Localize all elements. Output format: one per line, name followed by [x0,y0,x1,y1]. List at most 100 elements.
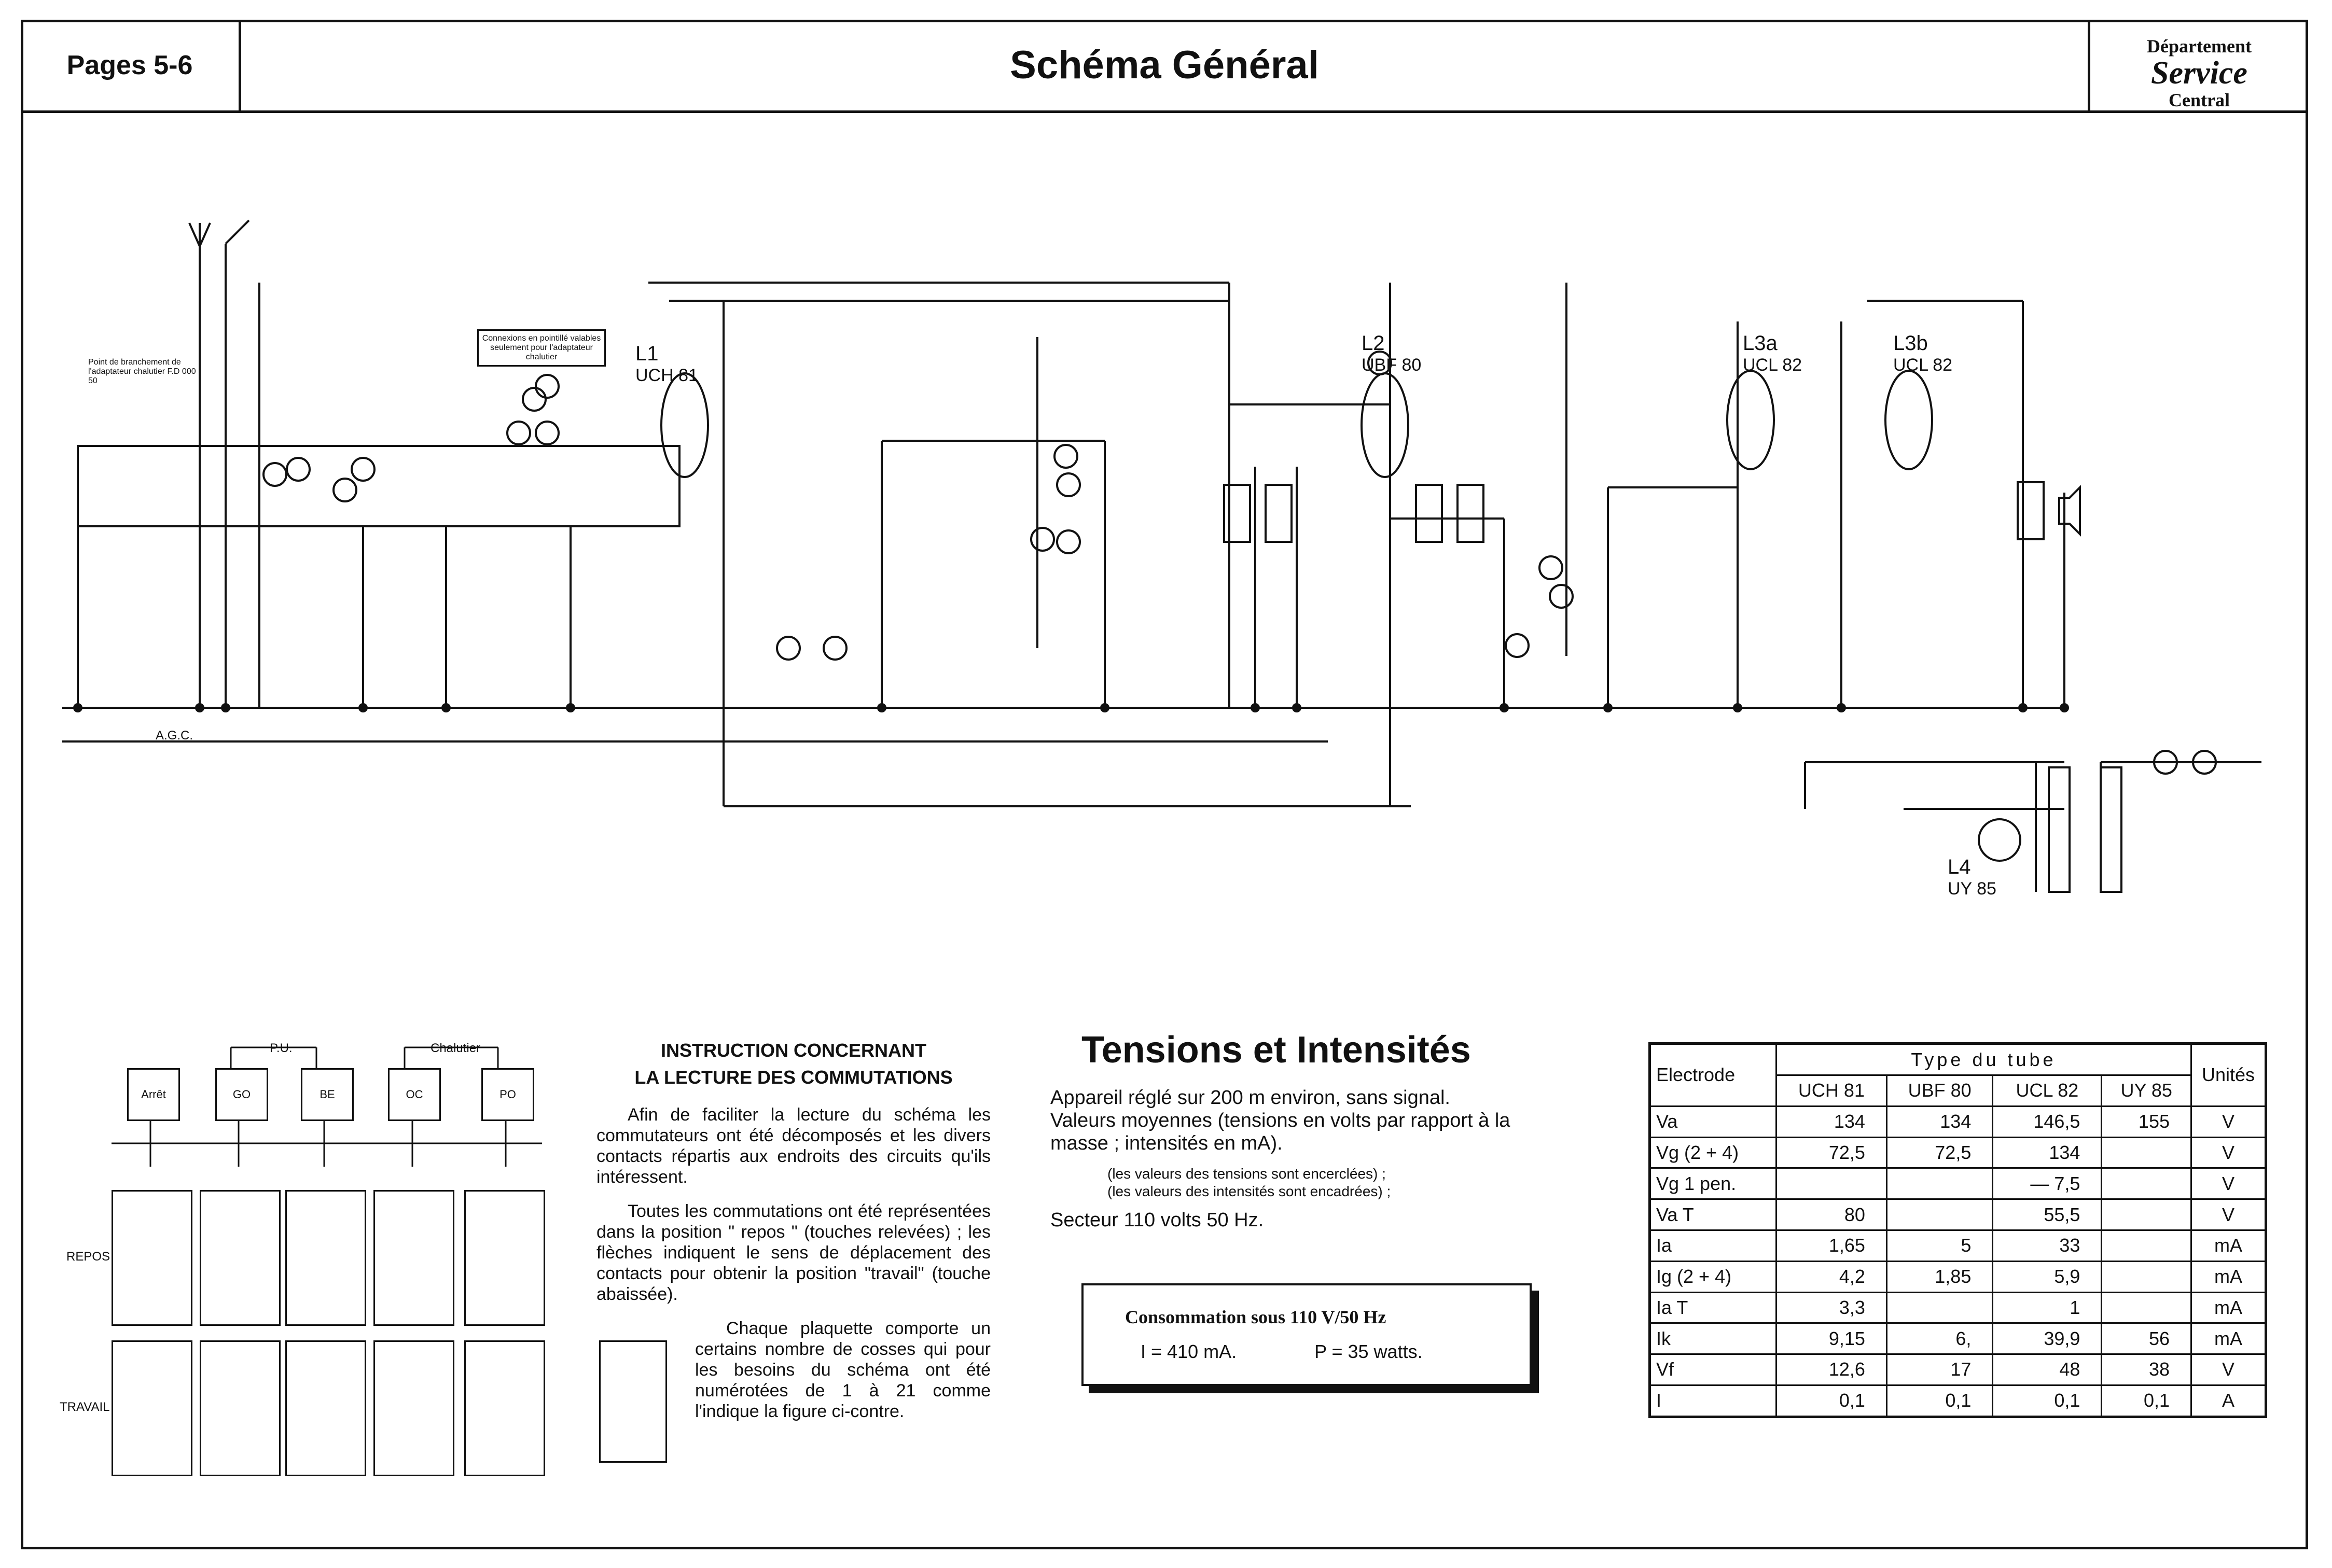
cell-value: 1 [1992,1291,2103,1324]
tensions-line2: Valeurs moyennes (tensions en volts par … [1050,1110,1510,1154]
col-tube: UCL 82 [1992,1074,2103,1107]
cell-value: 38 [2101,1353,2192,1386]
tube-l3a-label: L3a UCL 82 [1743,332,1802,375]
col-type-group: Type du tube [1775,1042,2192,1076]
cell-value: 80 [1775,1198,1887,1231]
branch-note: Point de branchement de l'adaptateur cha… [88,358,196,385]
tensions-line1: Appareil réglé sur 200 m environ, sans s… [1050,1087,1450,1109]
cell-value: 134 [1992,1136,2103,1169]
tube-ref: L3b [1893,332,1928,355]
cell-value [2101,1260,2192,1293]
cell-electrode: Ia [1649,1229,1777,1262]
tube-type: UCL 82 [1743,355,1802,375]
cell-value [1885,1167,1994,1200]
plate-travail-po [464,1340,545,1476]
cell-value: 39,9 [1992,1322,2103,1355]
dept-line3: Central [2169,90,2230,110]
page-frame [21,20,2308,1549]
cell-unit: V [2190,1198,2267,1231]
cell-value: 0,1 [1885,1384,1994,1418]
plate-repos-go [200,1190,281,1326]
consumption-box: Consommation sous 110 V/50 Hz I = 410 mA… [1081,1283,1532,1386]
cell-value [1885,1291,1994,1324]
col-tube: UCH 81 [1775,1074,1887,1107]
key-po: PO [481,1068,534,1121]
plate-numbering-figure [599,1340,667,1463]
cell-value: 5,9 [1992,1260,2103,1293]
cell-unit: V [2190,1105,2267,1138]
col-units: Unités [2190,1043,2267,1107]
tube-l3b-label: L3b UCL 82 [1893,332,1952,375]
cell-value: 12,6 [1775,1353,1887,1386]
cell-electrode: Vf [1649,1353,1777,1386]
plate-travail-go [200,1340,281,1476]
cell-value: 48 [1992,1353,2103,1386]
cell-value: 0,1 [2101,1384,2192,1418]
instructions-p3: Chaque plaquette comporte un certains no… [695,1319,991,1421]
cell-value: 5 [1885,1229,1994,1262]
adapter-note: Connexions en pointillé valables seuleme… [477,329,606,367]
header: Pages 5-6 Schéma Général Département Ser… [21,20,2308,113]
cell-electrode: I [1649,1384,1777,1418]
tensions-block: Tensions et Intensités Appareil réglé su… [1050,1029,1621,1231]
cell-value: 1,65 [1775,1229,1887,1262]
cell-value [2101,1167,2192,1200]
cell-value: 134 [1775,1105,1887,1138]
cell-value: 1,85 [1885,1260,1994,1293]
cell-value: 155 [2101,1105,2192,1138]
tube-type: UCH 81 [635,366,698,385]
consumption-title: Consommation sous 110 V/50 Hz [1125,1307,1386,1327]
cell-unit: mA [2190,1322,2267,1355]
row-repos-label: REPOS [66,1250,110,1264]
cell-electrode: Ik [1649,1322,1777,1355]
col-tube: UBF 80 [1885,1074,1994,1107]
cell-unit: V [2190,1167,2267,1200]
cell-unit: V [2190,1353,2267,1386]
cell-electrode: Va [1649,1105,1777,1138]
tube-type: UY 85 [1948,879,1996,899]
instructions-title-2: LA LECTURE DES COMMUTATIONS [634,1067,953,1088]
tube-ref: L3a [1743,332,1778,355]
key-oc: OC [388,1068,441,1121]
tube-ref: L1 [635,342,659,365]
cell-value: 0,1 [1775,1384,1887,1418]
agc-label: A.G.C. [156,729,193,743]
cell-value: 33 [1992,1229,2103,1262]
col-tube: UY 85 [2101,1074,2192,1107]
tensions-note2: (les valeurs des intensités sont encadré… [1107,1183,1391,1199]
key-be: BE [301,1068,354,1121]
cell-value: 134 [1885,1105,1994,1138]
key-go: GO [215,1068,268,1121]
cell-electrode: Ia T [1649,1291,1777,1324]
consumption-values: I = 410 mA. P = 35 watts. [1141,1341,1530,1363]
instructions-title-1: INSTRUCTION CONCERNANT [661,1040,926,1061]
cell-value [2101,1229,2192,1262]
cell-value: 55,5 [1992,1198,2103,1231]
cell-value: — 7,5 [1992,1167,2103,1200]
cell-unit: mA [2190,1291,2267,1324]
tube-l4-label: L4 UY 85 [1948,856,1996,899]
dept-line1: Département [2147,36,2252,57]
plate-repos-oc [373,1190,454,1326]
cell-value: 0,1 [1992,1384,2103,1418]
cell-value [2101,1198,2192,1231]
cell-electrode: Vg 1 pen. [1649,1167,1777,1200]
instructions-p1: Afin de faciliter la lecture du schéma l… [596,1105,991,1187]
tube-ref: L2 [1362,332,1385,355]
cell-electrode: Ig (2 + 4) [1649,1260,1777,1293]
tensions-note1: (les valeurs des tensions sont encerclée… [1107,1166,1386,1182]
plate-repos-arret [112,1190,192,1326]
cell-electrode: Va T [1649,1198,1777,1231]
cell-value: 3,3 [1775,1291,1887,1324]
